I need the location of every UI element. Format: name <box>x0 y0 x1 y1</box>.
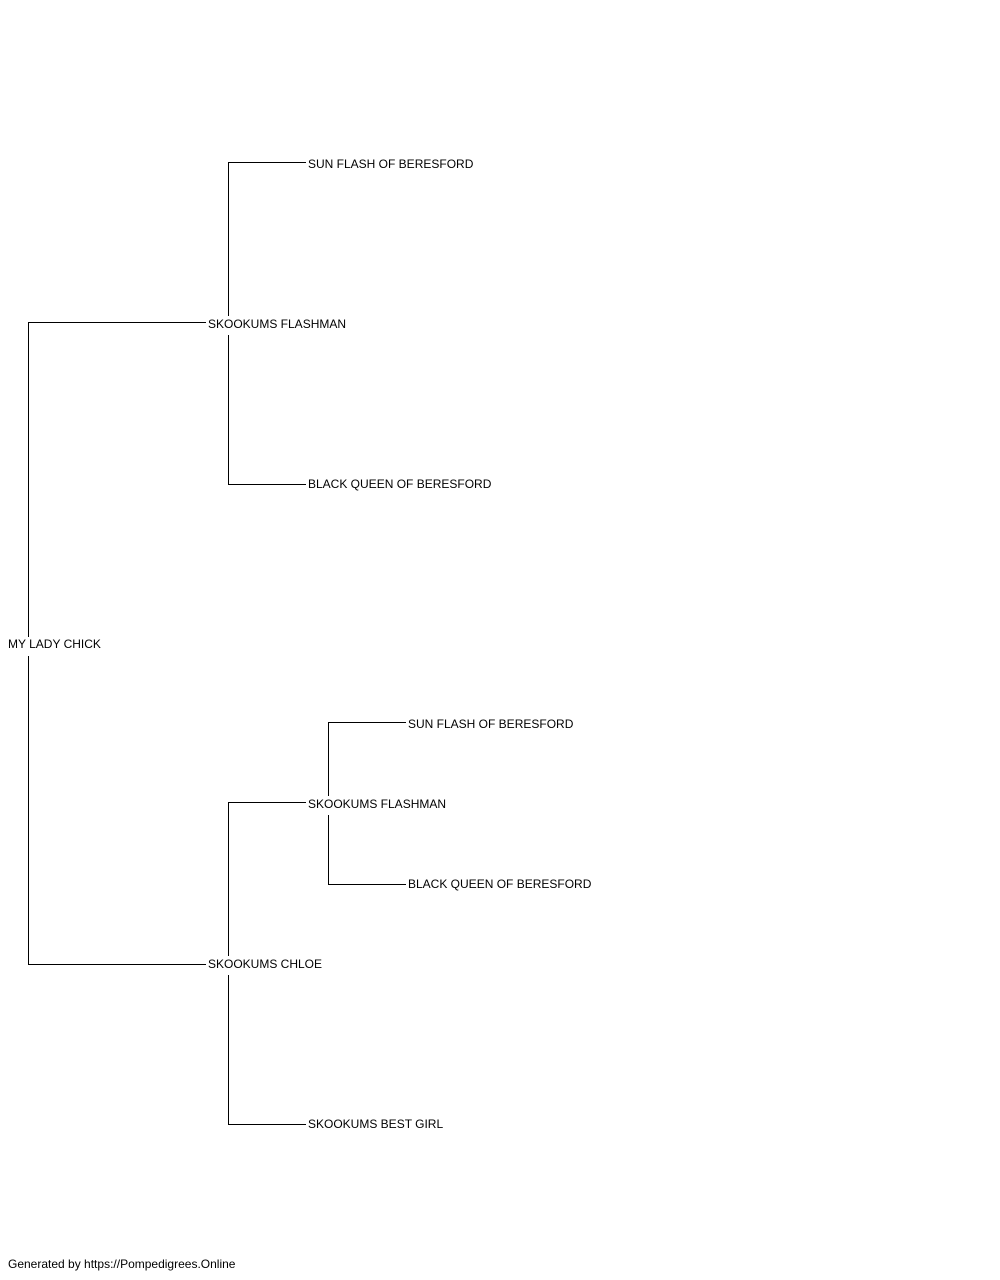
connector-sire-to-sire-sire <box>228 162 306 316</box>
connector-dam-sire-to-dam <box>328 815 406 885</box>
node-dam-sire-sire: SUN FLASH OF BERESFORD <box>408 717 574 731</box>
connector-dam-to-dam-sire <box>228 802 306 956</box>
node-sire-sire: SUN FLASH OF BERESFORD <box>308 157 474 171</box>
connector-subject-to-sire <box>28 322 206 643</box>
node-dam: SKOOKUMS CHLOE <box>208 957 323 971</box>
connector-sire-to-sire-dam <box>228 335 306 485</box>
connector-dam-to-dam-dam <box>228 975 306 1125</box>
node-sire-dam: BLACK QUEEN OF BERESFORD <box>308 477 492 491</box>
node-dam-sire-dam: BLACK QUEEN OF BERESFORD <box>408 877 592 891</box>
node-subject: MY LADY CHICK <box>8 637 101 651</box>
node-dam-dam: SKOOKUMS BEST GIRL <box>308 1117 444 1131</box>
connector-dam-sire-to-sire <box>328 722 406 796</box>
connector-subject-to-dam <box>28 656 206 965</box>
footer-credit: Generated by https://Pompedigrees.Online <box>8 1257 236 1271</box>
node-dam-sire: SKOOKUMS FLASHMAN <box>308 797 447 811</box>
node-sire: SKOOKUMS FLASHMAN <box>208 317 347 331</box>
